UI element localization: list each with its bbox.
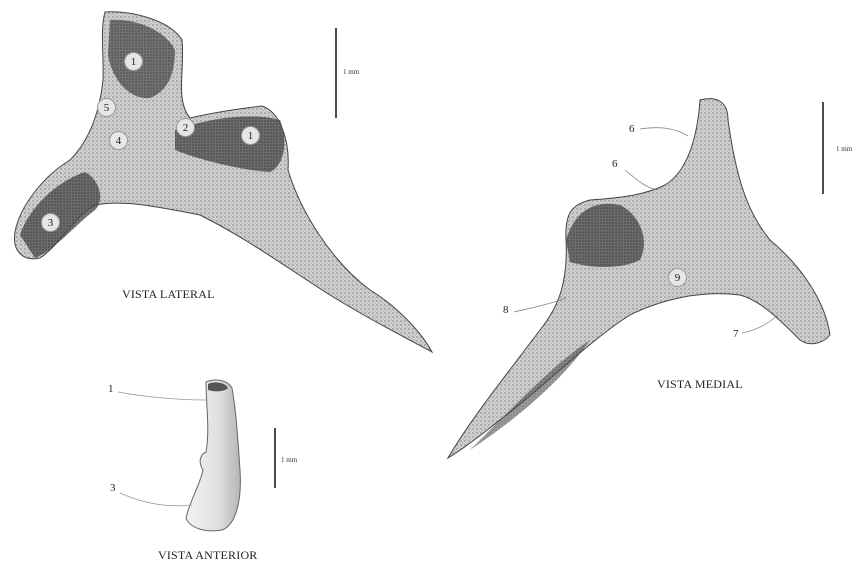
callout-8: 8 — [503, 304, 509, 316]
callout-6-upper: 6 — [629, 123, 635, 135]
medial-view-title: VISTA MEDIAL — [657, 377, 743, 392]
callout-7: 7 — [733, 328, 739, 340]
callout-6-lower: 6 — [612, 158, 618, 170]
marker-4: 4 — [109, 131, 128, 150]
callout-leader-6b — [625, 170, 658, 190]
marker-3: 3 — [41, 213, 60, 232]
medial-view-bone — [448, 99, 830, 458]
anterior-callout-1: 1 — [108, 383, 114, 395]
lateral-view-bone — [14, 12, 432, 352]
marker-1-right: 1 — [241, 126, 260, 145]
anterior-view-bone — [186, 380, 240, 531]
anterior-view-title: VISTA ANTERIOR — [158, 548, 258, 563]
lateral-scale-label: 1 mm — [343, 68, 359, 76]
marker-9: 9 — [668, 268, 687, 287]
anterior-callout-3: 3 — [110, 482, 116, 494]
anterior-scale-label: 1 mm — [281, 456, 297, 464]
marker-2: 2 — [176, 118, 195, 137]
marker-5: 5 — [97, 98, 116, 117]
anterior-leader-1 — [118, 392, 206, 400]
lateral-view-title: VISTA LATERAL — [122, 287, 215, 302]
medial-scale-label: 1 mm — [836, 145, 852, 153]
anterior-leader-3 — [120, 493, 192, 506]
callout-leader-7 — [742, 315, 778, 333]
callout-leader-6a — [640, 128, 688, 136]
marker-1-upper: 1 — [124, 52, 143, 71]
